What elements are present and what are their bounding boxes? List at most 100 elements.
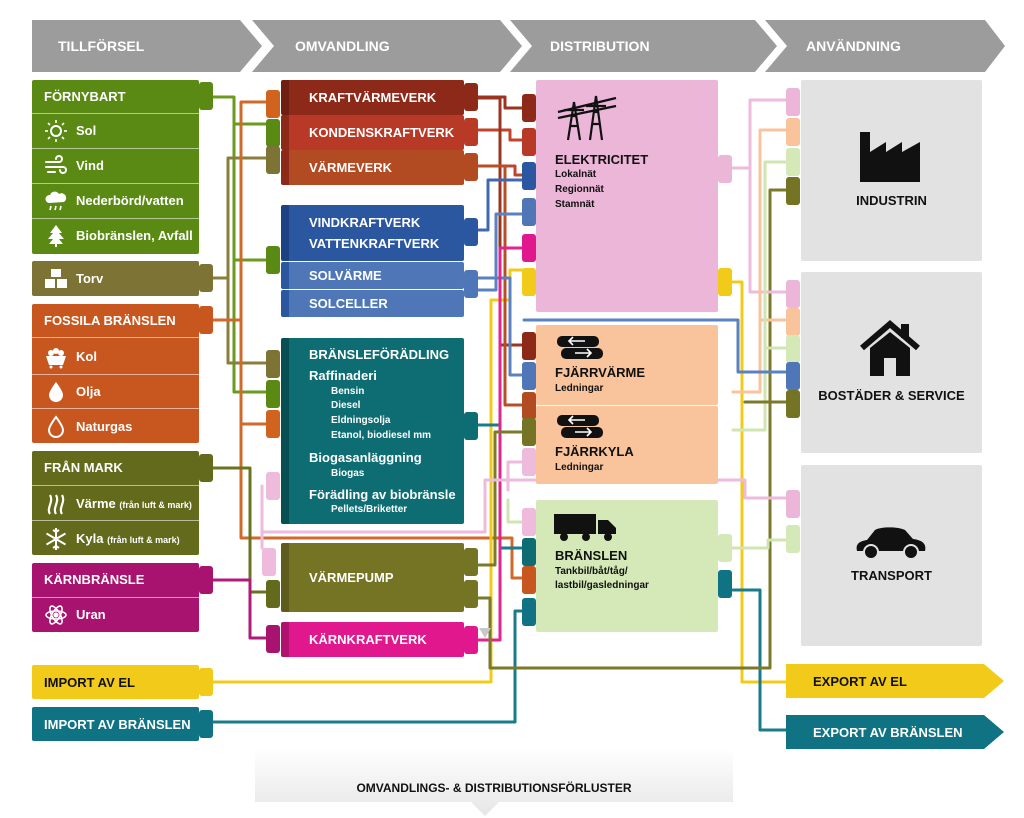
use-input-tab xyxy=(786,490,800,518)
fossila-title: FOSSILA BRÄNSLEN xyxy=(44,313,176,328)
use-input-tab xyxy=(786,280,800,308)
bio-item: Pellets/Briketter xyxy=(331,504,408,515)
conv-output-tab xyxy=(464,270,478,298)
supply-item-sol: Sol xyxy=(32,114,199,147)
conv-solvarme: SOLVÄRME xyxy=(281,262,464,289)
varme-note: (från luft & mark) xyxy=(119,500,192,510)
franmark-title: FRÅN MARK xyxy=(44,460,123,475)
supply-item-vind: Vind xyxy=(32,149,199,182)
elektricitet-item: Regionnät xyxy=(555,184,604,195)
conv-input-tab xyxy=(266,90,280,118)
dist-fjarrvarme: FJÄRRVÄRME Ledningar xyxy=(536,325,718,405)
dist-bransle: BRÄNSLEN Tankbil/båt/tåg/ lastbil/gasled… xyxy=(536,500,718,632)
car-icon xyxy=(853,525,929,566)
use-input-tab xyxy=(786,362,800,390)
conv-input-tab xyxy=(266,350,280,378)
fjarrkyla-item: Ledningar xyxy=(555,462,604,473)
supply-karnbransle-tab xyxy=(199,566,213,594)
supply-item-label: Biobränslen, Avfall xyxy=(76,228,193,243)
conv-solceller: SOLCELLER xyxy=(281,290,464,317)
raffinaderi-item: Bensin xyxy=(331,386,365,397)
conv-varmeverk: VÄRMEVERK xyxy=(281,150,464,185)
use-input-tab xyxy=(786,390,800,418)
conv-input-tab xyxy=(266,380,280,408)
conv-output-tab xyxy=(464,218,478,246)
dist-input-tab xyxy=(522,128,536,156)
dist-input-tab xyxy=(522,598,536,626)
conv-kondenskraftverk: KONDENSKRAFTVERK xyxy=(281,115,464,150)
industrin-label: INDUSTRIN xyxy=(856,193,927,208)
import-bransle-label: IMPORT AV BRÄNSLEN xyxy=(44,717,191,732)
bransle-item: lastbil/gasledningar xyxy=(555,580,649,591)
losses-label: OMVANDLINGS- & DISTRIBUTIONSFÖRLUSTER xyxy=(356,781,632,795)
dist-input-tab xyxy=(522,162,536,190)
dist-input-tab xyxy=(522,198,536,226)
use-input-tab xyxy=(786,177,800,205)
export-el-label: EXPORT AV EL xyxy=(813,674,907,689)
varmeverk-label: VÄRMEVERK xyxy=(309,160,393,175)
conv-output-tab xyxy=(464,412,478,440)
use-input-tab xyxy=(786,118,800,146)
snowflake-icon xyxy=(44,527,68,551)
supply-item-uran: Uran xyxy=(32,598,199,631)
heat-waves-icon xyxy=(44,492,68,516)
elektricitet-item: Stamnät xyxy=(555,199,595,210)
dist-input-tab xyxy=(522,392,536,420)
supply-item-varme: Värme (från luft & mark) xyxy=(32,487,199,520)
dist-output-tab xyxy=(718,570,732,598)
raffinaderi-item: Etanol, biodiesel mm xyxy=(331,430,432,441)
conv-karnkraftverk: KÄRNKRAFTVERK xyxy=(281,622,464,657)
solceller-label: SOLCELLER xyxy=(309,296,388,311)
dist-input-tab xyxy=(522,448,536,476)
supply-import-el: IMPORT AV EL xyxy=(32,665,199,699)
raffinaderi-item: Diesel xyxy=(331,400,361,411)
bransle-title: BRÄNSLEN xyxy=(555,548,628,563)
supply-franmark: FRÅN MARK Värme (från luft & mark) Kyla … xyxy=(32,451,199,555)
bransle-item: Tankbil/båt/tåg/ xyxy=(555,566,628,577)
supply-item-label: Värme (från luft & mark) xyxy=(76,496,192,511)
dist-output-tab xyxy=(718,155,732,183)
conv-input-tab xyxy=(266,146,280,174)
atom-icon xyxy=(44,603,68,627)
wind-icon xyxy=(44,154,68,178)
supply-item-nederbord: Nederbörd/vatten xyxy=(32,184,199,217)
export-el-arrow xyxy=(786,664,1004,698)
vindkraftverk-label: VINDKRAFTVERK xyxy=(309,215,421,230)
supply-item-label: Torv xyxy=(76,271,104,286)
stage-chevron-anvandning xyxy=(765,20,1005,72)
supply-item-label: Kyla (från luft & mark) xyxy=(76,531,180,546)
supply-item-label: Sol xyxy=(76,123,97,138)
dist-input-tab xyxy=(522,268,536,296)
usage-bostader: BOSTÄDER & SERVICE xyxy=(801,272,982,453)
stage-chevron-distribution xyxy=(510,20,777,72)
supply-franmark-tab xyxy=(199,454,213,482)
conv-vind-vatten: VINDKRAFTVERK VATTENKRAFTVERK xyxy=(281,205,464,261)
tree-icon xyxy=(44,224,68,248)
usage-export-bransle: EXPORT AV BRÄNSLEN xyxy=(786,715,986,749)
factory-icon xyxy=(858,130,922,187)
supply-item-label: Olja xyxy=(76,384,101,399)
supply-torv-tab xyxy=(199,264,213,292)
supply-item-biobransle: Biobränslen, Avfall xyxy=(32,219,199,252)
karnbransle-title: KÄRNBRÄNSLE xyxy=(44,572,145,587)
bostader-label: BOSTÄDER & SERVICE xyxy=(818,388,965,403)
conv-input-tab xyxy=(266,625,280,653)
supply-fornybart: FÖRNYBART Sol Vind Nederbörd/vatten Biob… xyxy=(32,80,199,254)
use-input-tab xyxy=(786,308,800,336)
supply-item-label: Kol xyxy=(76,349,97,364)
dist-input-tab xyxy=(522,362,536,390)
stage-label-omvandling: OMVANDLING xyxy=(295,38,390,54)
sun-icon xyxy=(44,119,68,143)
supply-fornybart-tab xyxy=(199,82,213,110)
dist-input-tab xyxy=(522,418,536,446)
stage-chevron-tillforsel xyxy=(32,20,262,72)
biogas-label: Biogasanläggning xyxy=(309,450,422,465)
gas-flame-icon xyxy=(44,415,68,439)
usage-industrin: INDUSTRIN xyxy=(801,80,982,261)
fjarrkyla-title: FJÄRRKYLA xyxy=(555,444,634,459)
supply-import-bransle: IMPORT AV BRÄNSLEN xyxy=(32,707,199,741)
supply-item-olja: Olja xyxy=(32,375,199,408)
usage-export-el: EXPORT AV EL xyxy=(786,664,986,698)
peat-icon xyxy=(44,267,68,291)
conv-kraftvarmeverk: KRAFTVÄRMEVERK xyxy=(281,80,464,115)
